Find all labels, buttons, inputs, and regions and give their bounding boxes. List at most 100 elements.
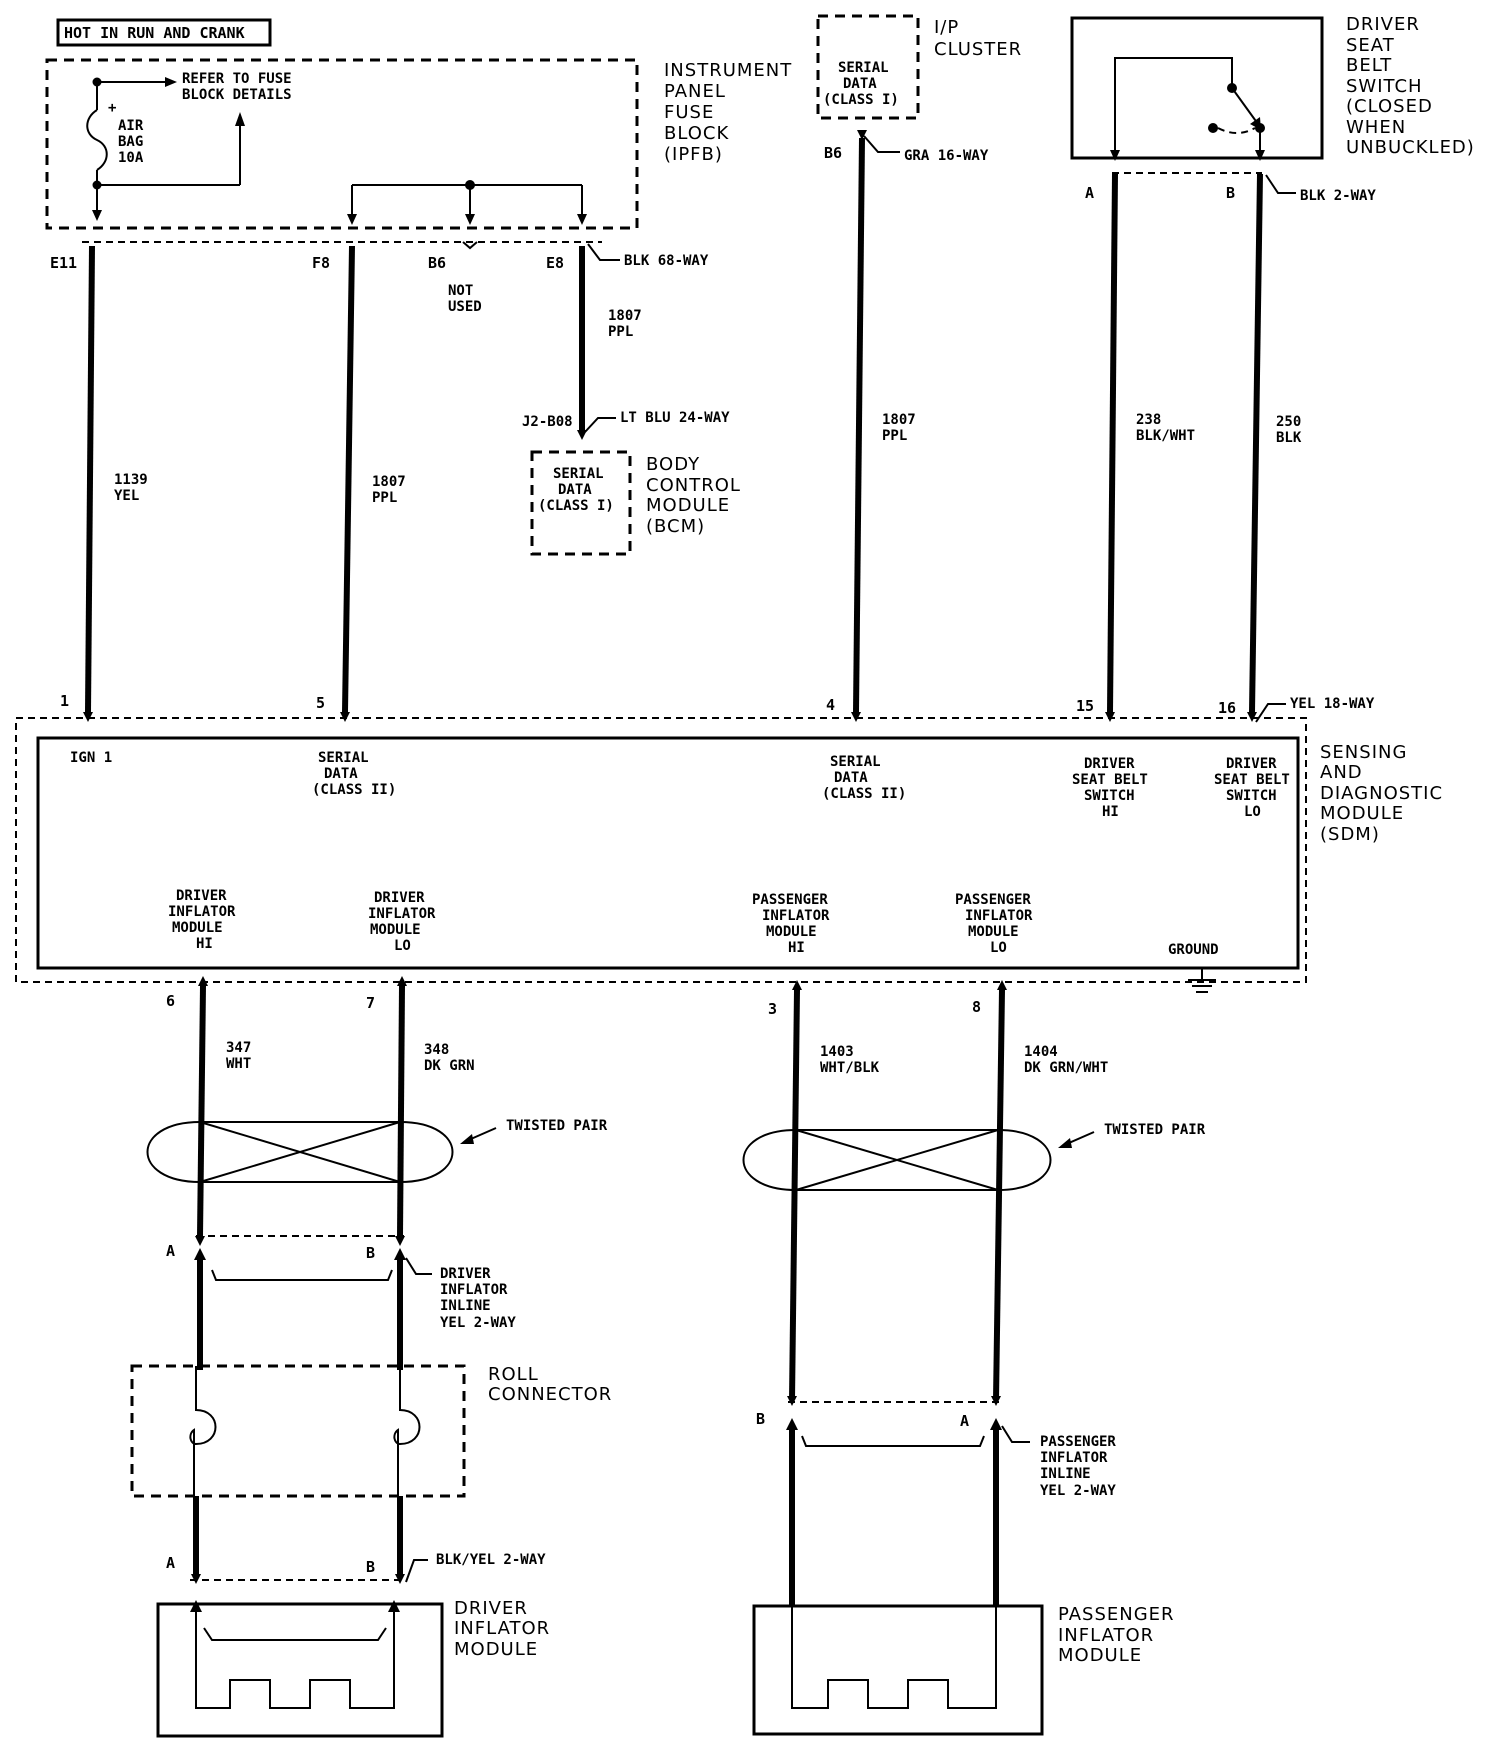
bcm-title-3: MODULE [646, 495, 730, 516]
roll-coil-icon [393, 1366, 421, 1496]
fuse-label-3: 10A [118, 150, 144, 166]
wire-1139-num: 1139 [114, 472, 148, 488]
wire-250 [1249, 173, 1263, 713]
hot-label: HOT IN RUN AND CRANK [64, 24, 245, 42]
passenger-inflator-circuit: 1403 WHT/BLK 1404 DK GRN/WHT TWISTED PAI… [742, 980, 1206, 1736]
shorting-bar [801, 1435, 985, 1447]
wire-1807-cluster [853, 137, 865, 713]
body-control-module: J2-B08 LT BLU 24-WAY SERIAL DATA (CLASS … [522, 410, 741, 556]
sdm-serial1-1: SERIAL [318, 750, 369, 766]
arrow-down-icon [577, 214, 587, 225]
not-used-1: NOT [448, 283, 473, 299]
arrow-down-icon [1255, 150, 1265, 161]
seat-belt-title-2: SEAT [1346, 35, 1395, 56]
sdm-pas-hi-3: MODULE [766, 924, 817, 940]
driver-inline-label-3: INLINE [440, 1298, 491, 1314]
passenger-module-title-2: INFLATOR [1058, 1625, 1154, 1646]
sdm-pas-hi-1: PASSENGER [752, 892, 828, 908]
wire-1404-num: 1404 [1024, 1044, 1058, 1060]
sdm-ground: GROUND [1168, 942, 1219, 958]
driver-module-pin-a: A [166, 1554, 175, 1572]
sdm-seat-hi-4: HI [1102, 804, 1119, 820]
driver-inline-label-1: DRIVER [440, 1266, 491, 1282]
fuse-label-1: AIR [118, 118, 144, 134]
wire-1403-color: WHT/BLK [820, 1060, 880, 1076]
sdm-pas-lo-2: INFLATOR [965, 908, 1033, 924]
arrow-down-icon [465, 214, 475, 225]
passenger-module-title-1: PASSENGER [1058, 1604, 1175, 1625]
arrow-down-icon [1110, 150, 1120, 161]
sdm-ign: IGN 1 [70, 750, 112, 766]
arrow-right-icon [165, 77, 177, 87]
wire-347-num: 347 [226, 1040, 251, 1056]
refer-label-2: BLOCK DETAILS [182, 87, 292, 103]
squib-icon [791, 1606, 997, 1709]
wire-250-num: 250 [1276, 414, 1301, 430]
refer-label-1: REFER TO FUSE [182, 71, 292, 87]
bcm-box-1: SERIAL [553, 466, 604, 482]
wire-250-color: BLK [1276, 430, 1302, 446]
sdm-drv-lo-2: INFLATOR [368, 906, 436, 922]
roll-connector-box [130, 1364, 466, 1498]
sdm-serial2-2: DATA [834, 770, 868, 786]
sdm-drv-hi-1: DRIVER [176, 888, 227, 904]
hot-label-box [56, 18, 272, 47]
driver-inline-label-4: YEL 2-WAY [440, 1315, 516, 1331]
driver-module-title-3: MODULE [454, 1639, 538, 1660]
wire-1807b-num: 1807 [608, 308, 642, 324]
driver-seat-belt-switch: DRIVER SEAT BELT SWITCH (CLOSED WHEN UNB… [1070, 14, 1474, 204]
ipfb-title-5: (IPFB) [664, 144, 723, 165]
bcm-connector: LT BLU 24-WAY [620, 410, 730, 426]
wire-347-color: WHT [226, 1056, 251, 1072]
ipfb-dashed-box [45, 58, 639, 230]
driver-module-title-2: INFLATOR [454, 1618, 550, 1639]
sdm-drv-hi-3: MODULE [172, 920, 223, 936]
twisted-pair-icon [742, 1129, 1052, 1191]
ip-cluster-box-3: (CLASS I) [823, 92, 899, 108]
sdm-serial1-2: DATA [324, 766, 358, 782]
ip-cluster: SERIAL DATA (CLASS I) I/P CLUSTER B6 GRA… [816, 14, 1022, 164]
bcm-box [530, 450, 632, 556]
sdm-pin-6: 6 [166, 992, 175, 1010]
wire-238 [1107, 173, 1118, 713]
sdm-box [36, 736, 1300, 970]
sdm-seat-lo-4: LO [1244, 804, 1261, 820]
bcm-title-2: CONTROL [646, 475, 741, 496]
sdm-serial2-1: SERIAL [830, 754, 881, 770]
wire-1404 [993, 989, 1005, 1401]
driver-inflator-circuit: 347 WHT 348 DK GRN TWISTED PAIR A B DRIV… [130, 976, 612, 1738]
ip-cluster-title-1: I/P [934, 17, 959, 38]
twisted-pair-icon [146, 1121, 454, 1183]
ipfb-title-2: PANEL [664, 81, 726, 102]
sdm-pas-lo-1: PASSENGER [955, 892, 1031, 908]
ip-cluster-title-2: CLUSTER [934, 39, 1022, 60]
pin-b6: B6 [428, 254, 446, 272]
wire-238-color: BLK/WHT [1136, 428, 1195, 444]
pin-e11: E11 [50, 254, 77, 272]
wire-348 [397, 985, 405, 1237]
seat-belt-title-5: (CLOSED [1346, 96, 1433, 117]
seat-belt-switch-box [1070, 16, 1324, 160]
wire-1139 [85, 245, 95, 713]
ipfb-title-1: INSTRUMENT [664, 60, 792, 81]
sdm-title-1: SENSING [1320, 742, 1407, 763]
fuse-icon [86, 109, 108, 171]
passenger-inline-pin-a: A [960, 1412, 969, 1430]
seat-belt-title-6: WHEN [1346, 117, 1406, 138]
roll-connector-title-2: CONNECTOR [488, 1384, 612, 1405]
seat-belt-pin-b: B [1226, 184, 1235, 202]
wire-1807a-num: 1807 [372, 474, 406, 490]
pin-not-used-mark [462, 241, 478, 250]
fuse-label-2: BAG [118, 134, 143, 150]
splice-dot [92, 77, 102, 87]
arrow-down-icon [92, 210, 102, 221]
sdm-pas-hi-2: INFLATOR [762, 908, 830, 924]
ground-icon [1188, 968, 1216, 993]
seat-belt-pin-a: A [1085, 184, 1094, 202]
seat-belt-connector: BLK 2-WAY [1300, 188, 1376, 204]
ipfb-title-4: BLOCK [664, 123, 729, 144]
twisted-pair-label-2: TWISTED PAIR [1104, 1122, 1206, 1138]
sdm-drv-lo-1: DRIVER [374, 890, 425, 906]
sdm-seat-hi-2: SEAT BELT [1072, 772, 1148, 788]
